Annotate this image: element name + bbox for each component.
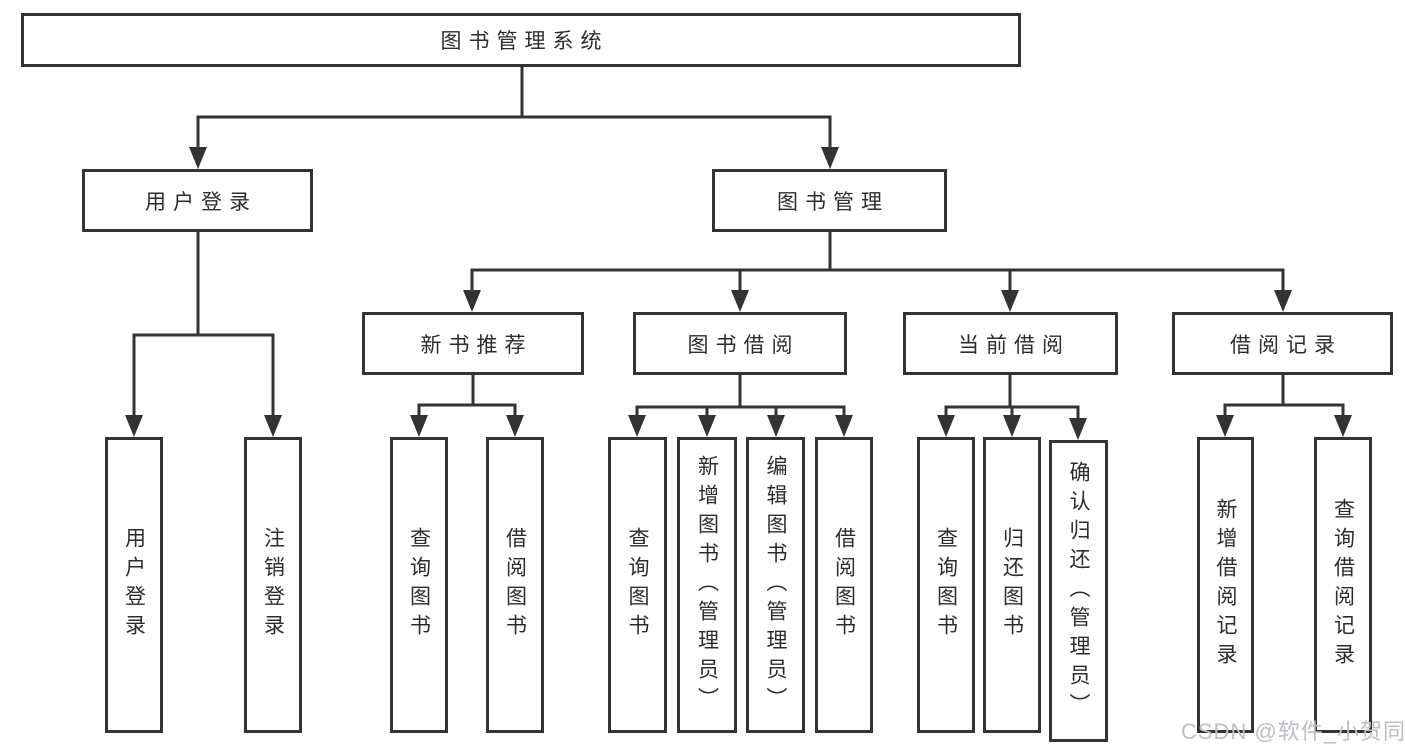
leaf-confirm-return-admin-label: 确认归还（管理员） (1067, 460, 1090, 722)
node-borrow-record: 借阅记录 (1172, 312, 1393, 375)
leaf-return-book: 归还图书 (983, 437, 1041, 733)
leaf-user-login: 用户登录 (105, 437, 163, 733)
leaf-query-book-current-label: 查询图书 (934, 527, 958, 643)
leaf-query-book-borrow-label: 查询图书 (626, 527, 649, 643)
node-user-login-label: 用户登录 (145, 190, 257, 214)
node-borrow-record-label: 借阅记录 (1230, 333, 1342, 357)
leaf-query-book-recommend-label: 查询图书 (407, 527, 431, 643)
leaf-query-book-current: 查询图书 (917, 437, 975, 733)
leaf-borrow-book-label: 借阅图书 (832, 527, 856, 643)
node-new-book-recommend: 新书推荐 (362, 312, 584, 375)
leaf-edit-book-admin-label: 编辑图书（管理员） (764, 454, 787, 716)
node-root-system: 图书管理系统 (21, 13, 1021, 67)
node-root-system-label: 图书管理系统 (440, 30, 609, 53)
leaf-query-book-recommend: 查询图书 (390, 437, 448, 733)
node-book-management-label: 图书管理 (777, 190, 889, 214)
leaf-add-book-admin: 新增图书（管理员） (677, 437, 737, 733)
leaf-borrow-book-recommend: 借阅图书 (486, 437, 544, 733)
leaf-return-book-label: 归还图书 (1000, 527, 1024, 643)
leaf-user-login-label: 用户登录 (122, 527, 146, 643)
node-user-login: 用户登录 (82, 169, 313, 232)
node-book-borrow: 图书借阅 (633, 312, 847, 375)
leaf-add-borrow-record-label: 新增借阅记录 (1214, 498, 1237, 672)
leaf-borrow-book-recommend-label: 借阅图书 (503, 527, 527, 643)
leaf-query-borrow-record-label: 查询借阅记录 (1331, 498, 1355, 672)
node-current-borrow: 当前借阅 (903, 312, 1118, 375)
leaf-borrow-book: 借阅图书 (815, 437, 873, 733)
leaf-edit-book-admin: 编辑图书（管理员） (746, 437, 805, 733)
leaf-add-borrow-record: 新增借阅记录 (1197, 437, 1254, 733)
leaf-logout: 注销登录 (244, 437, 302, 733)
leaf-logout-label: 注销登录 (261, 527, 285, 643)
leaf-query-book-borrow: 查询图书 (608, 437, 667, 733)
leaf-add-book-admin-label: 新增图书（管理员） (695, 454, 719, 716)
node-new-book-recommend-label: 新书推荐 (420, 333, 533, 357)
node-book-management: 图书管理 (712, 169, 947, 232)
leaf-confirm-return-admin: 确认归还（管理员） (1049, 440, 1108, 742)
node-book-borrow-label: 图书借阅 (687, 333, 800, 357)
csdn-watermark: CSDN @软件_小贺同学 (1181, 719, 1405, 744)
node-current-borrow-label: 当前借阅 (958, 333, 1070, 357)
leaf-query-borrow-record: 查询借阅记录 (1314, 437, 1372, 733)
